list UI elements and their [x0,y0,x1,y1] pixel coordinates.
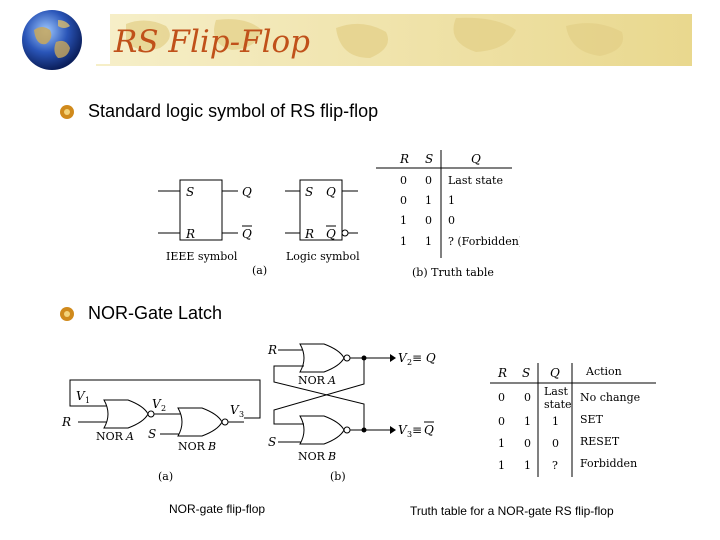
circuit-b-out-bot-eq: ≡ [412,423,422,437]
nt-cell: 0 [524,437,531,450]
nt-cell: 0 [552,437,559,450]
nt-cell: 1 [498,459,505,472]
rs-truth-table: R S Q 0 0 Last state 0 1 1 1 0 0 1 1 ? (… [376,150,520,279]
bullet-nor-latch: NOR-Gate Latch [88,303,223,323]
world-map-decoration [126,17,624,58]
nt-cell: 0 [498,391,505,404]
circuit-a-nor-b-letter: B [207,440,216,453]
circuit-b-nor-b: NOR [298,450,326,463]
circuit-b-nor-b-letter: B [327,450,336,463]
tt-cell: ? (Forbidden) [448,235,520,248]
ieee-q-label: Q [242,185,252,199]
ieee-caption: IEEE symbol [166,250,238,263]
circuit-b-r: R [267,343,277,357]
circuit-b-nor-a: NOR [298,374,326,387]
circuit-a-nor-a-letter: A [125,430,134,443]
nt-header-action: Action [585,365,622,378]
logic-caption: Logic symbol [286,250,360,263]
rs-symbol-figure: S R Q Q IEEE symbol S R Q Q Logic symbol… [158,150,520,279]
caption-nor-truth-table: Truth table for a NOR-gate RS flip-flop [410,504,614,518]
nt-cell: state [544,398,572,411]
tt-header-r: R [399,152,409,166]
tt-header-s: S [425,152,433,166]
nt-cell: Last [544,385,569,398]
logic-q-label: Q [326,185,336,199]
bullet-standard-symbol: Standard logic symbol of RS flip-flop [88,101,379,121]
circuit-a-s: S [148,427,156,441]
circuit-b-label: (b) [330,470,346,483]
fig-a-label: (a) [252,264,267,277]
nt-header-s: S [522,366,530,380]
circuit-b-out-bot-q: Q [424,423,434,437]
tt-cell: 0 [425,214,432,227]
circuit-a-v1-sub: 1 [85,396,90,405]
tt-header-q: Q [471,152,481,166]
nt-cell: RESET [580,435,620,448]
circuit-a-label: (a) [158,470,173,483]
globe-icon [22,10,82,70]
tt-cell: 1 [400,235,407,248]
circuit-b-out-top-sub: 2 [407,358,412,367]
circuit-b-nor-a-letter: A [327,374,336,387]
tt-cell: 1 [425,194,432,207]
circuit-a-nor-a: NOR [96,430,124,443]
nor-latch-figure: V 1 R V 2 S V 3 NOR A NOR B (a) R S NOR … [61,343,436,483]
slide-title: RS Flip-Flop [114,24,311,60]
nt-header-r: R [497,366,507,380]
tt-cell: 0 [400,174,407,187]
title-banner: RS Flip-Flop [0,0,720,70]
nt-cell: 0 [498,415,505,428]
circuit-a-r: R [61,415,71,429]
tt-cell: 0 [448,214,455,227]
caption-nor-gate-flip-flop: NOR-gate flip-flop [169,502,266,516]
circuit-b-out-bot: V [398,423,408,437]
circuit-a-v3-sub: 3 [239,410,244,419]
ieee-s-label: S [186,185,194,199]
logic-symbol: S R Q Q Logic symbol [285,179,360,263]
circuit-a-v1: V [76,389,86,403]
ieee-r-label: R [185,227,195,241]
circuit-b-out-top: V [398,351,408,365]
circuit-b-out-bot-sub: 3 [407,430,412,439]
bullet-icon [60,105,74,119]
logic-qbar-label: Q [326,227,336,241]
tt-cell: 1 [425,235,432,248]
logic-s-label: S [305,185,313,199]
nt-cell: 1 [524,459,531,472]
tt-cell: 1 [448,194,455,207]
nor-truth-table: R S Q Action 0 0 Last state No change 0 … [490,363,656,477]
ieee-qbar-label: Q [242,227,252,241]
bullet-icon [60,307,74,321]
nor-circuit-a: V 1 R V 2 S V 3 NOR A NOR B (a) [61,379,261,483]
nt-cell: Forbidden [580,457,637,470]
world-map-band [96,14,692,66]
nt-cell: 1 [524,415,531,428]
ieee-symbol: S R Q Q IEEE symbol [158,179,252,263]
tt-cell: 1 [400,214,407,227]
tt-cell: 0 [425,174,432,187]
circuit-b-s: S [268,435,276,449]
nor-circuit-b: R S NOR A NOR B V 2 ≡ Q V 3 ≡ Q (b) [267,343,436,483]
nt-header-q: Q [550,366,560,380]
circuit-a-v2-sub: 2 [161,404,166,413]
circuit-a-nor-b: NOR [178,440,206,453]
nt-cell: 1 [498,437,505,450]
circuit-a-v3: V [230,403,240,417]
nt-cell: ? [552,459,558,472]
circuit-b-out-top-eq: ≡ Q [412,351,436,365]
logic-r-label: R [304,227,314,241]
nt-cell: No change [580,391,640,404]
nt-cell: 1 [552,415,559,428]
tt-cell: 0 [400,194,407,207]
fig-b-label: (b) Truth table [412,266,494,279]
circuit-a-v2: V [152,397,162,411]
nt-cell: SET [580,413,604,426]
tt-cell: Last state [448,174,503,187]
nt-cell: 0 [524,391,531,404]
